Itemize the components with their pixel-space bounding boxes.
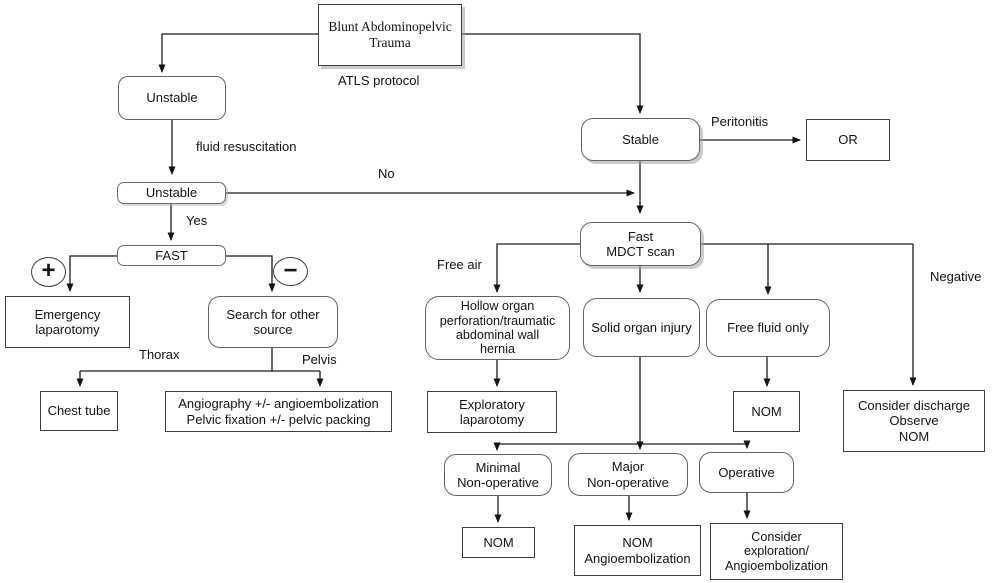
fast-positive-icon: + (31, 257, 66, 287)
edge-label-no: No (378, 166, 395, 181)
node-nom-free-fluid: NOM (733, 391, 800, 432)
edge-label-fluid-resuscitation: fluid resuscitation (196, 139, 297, 154)
node-blunt-abdominopelvic-trauma: Blunt Abdominopelvic Trauma (318, 4, 462, 66)
edge-label-yes: Yes (186, 213, 208, 228)
node-angiography-pelvic-fixation: Angiography +/- angioembolization Pelvic… (165, 391, 392, 432)
node-chest-tube: Chest tube (40, 391, 118, 431)
node-major-nonoperative: Major Non-operative (568, 453, 688, 496)
edge-label-thorax: Thorax (139, 347, 180, 362)
node-operative: Operative (699, 452, 794, 493)
edge-label-pelvis: Pelvis (302, 352, 337, 367)
node-solid-organ-injury: Solid organ injury (583, 298, 700, 357)
node-hollow-organ-perforation: Hollow organ perforation/traumatic abdom… (425, 296, 570, 360)
node-consider-exploration: Consider exploration/ Angioembolization (710, 523, 843, 580)
node-exploratory-laparotomy: Exploratory laparotomy (427, 391, 557, 433)
node-nom-minimal: NOM (462, 527, 535, 558)
node-unstable-primary: Unstable (118, 76, 226, 120)
node-fast: FAST (117, 245, 226, 266)
fast-negative-icon: − (273, 257, 308, 286)
edge-label-free-air: Free air (437, 257, 482, 272)
node-nom-angioembolization: NOM Angioembolization (574, 525, 701, 576)
node-unstable-after-resuscitation: Unstable (117, 182, 226, 204)
node-fast-mdct-scan: Fast MDCT scan (580, 222, 701, 266)
node-search-other-source: Search for other source (208, 296, 338, 348)
node-minimal-nonoperative: Minimal Non-operative (444, 454, 552, 496)
node-free-fluid-only: Free fluid only (706, 299, 830, 357)
node-stable: Stable (581, 118, 700, 161)
edge-label-atls-protocol: ATLS protocol (338, 73, 420, 88)
edge-label-negative: Negative (930, 269, 982, 284)
node-emergency-laparotomy: Emergency laparotomy (5, 296, 130, 348)
edge-label-peritonitis: Peritonitis (711, 114, 769, 129)
node-or: OR (806, 119, 890, 161)
node-consider-discharge: Consider discharge Observe NOM (843, 390, 985, 452)
